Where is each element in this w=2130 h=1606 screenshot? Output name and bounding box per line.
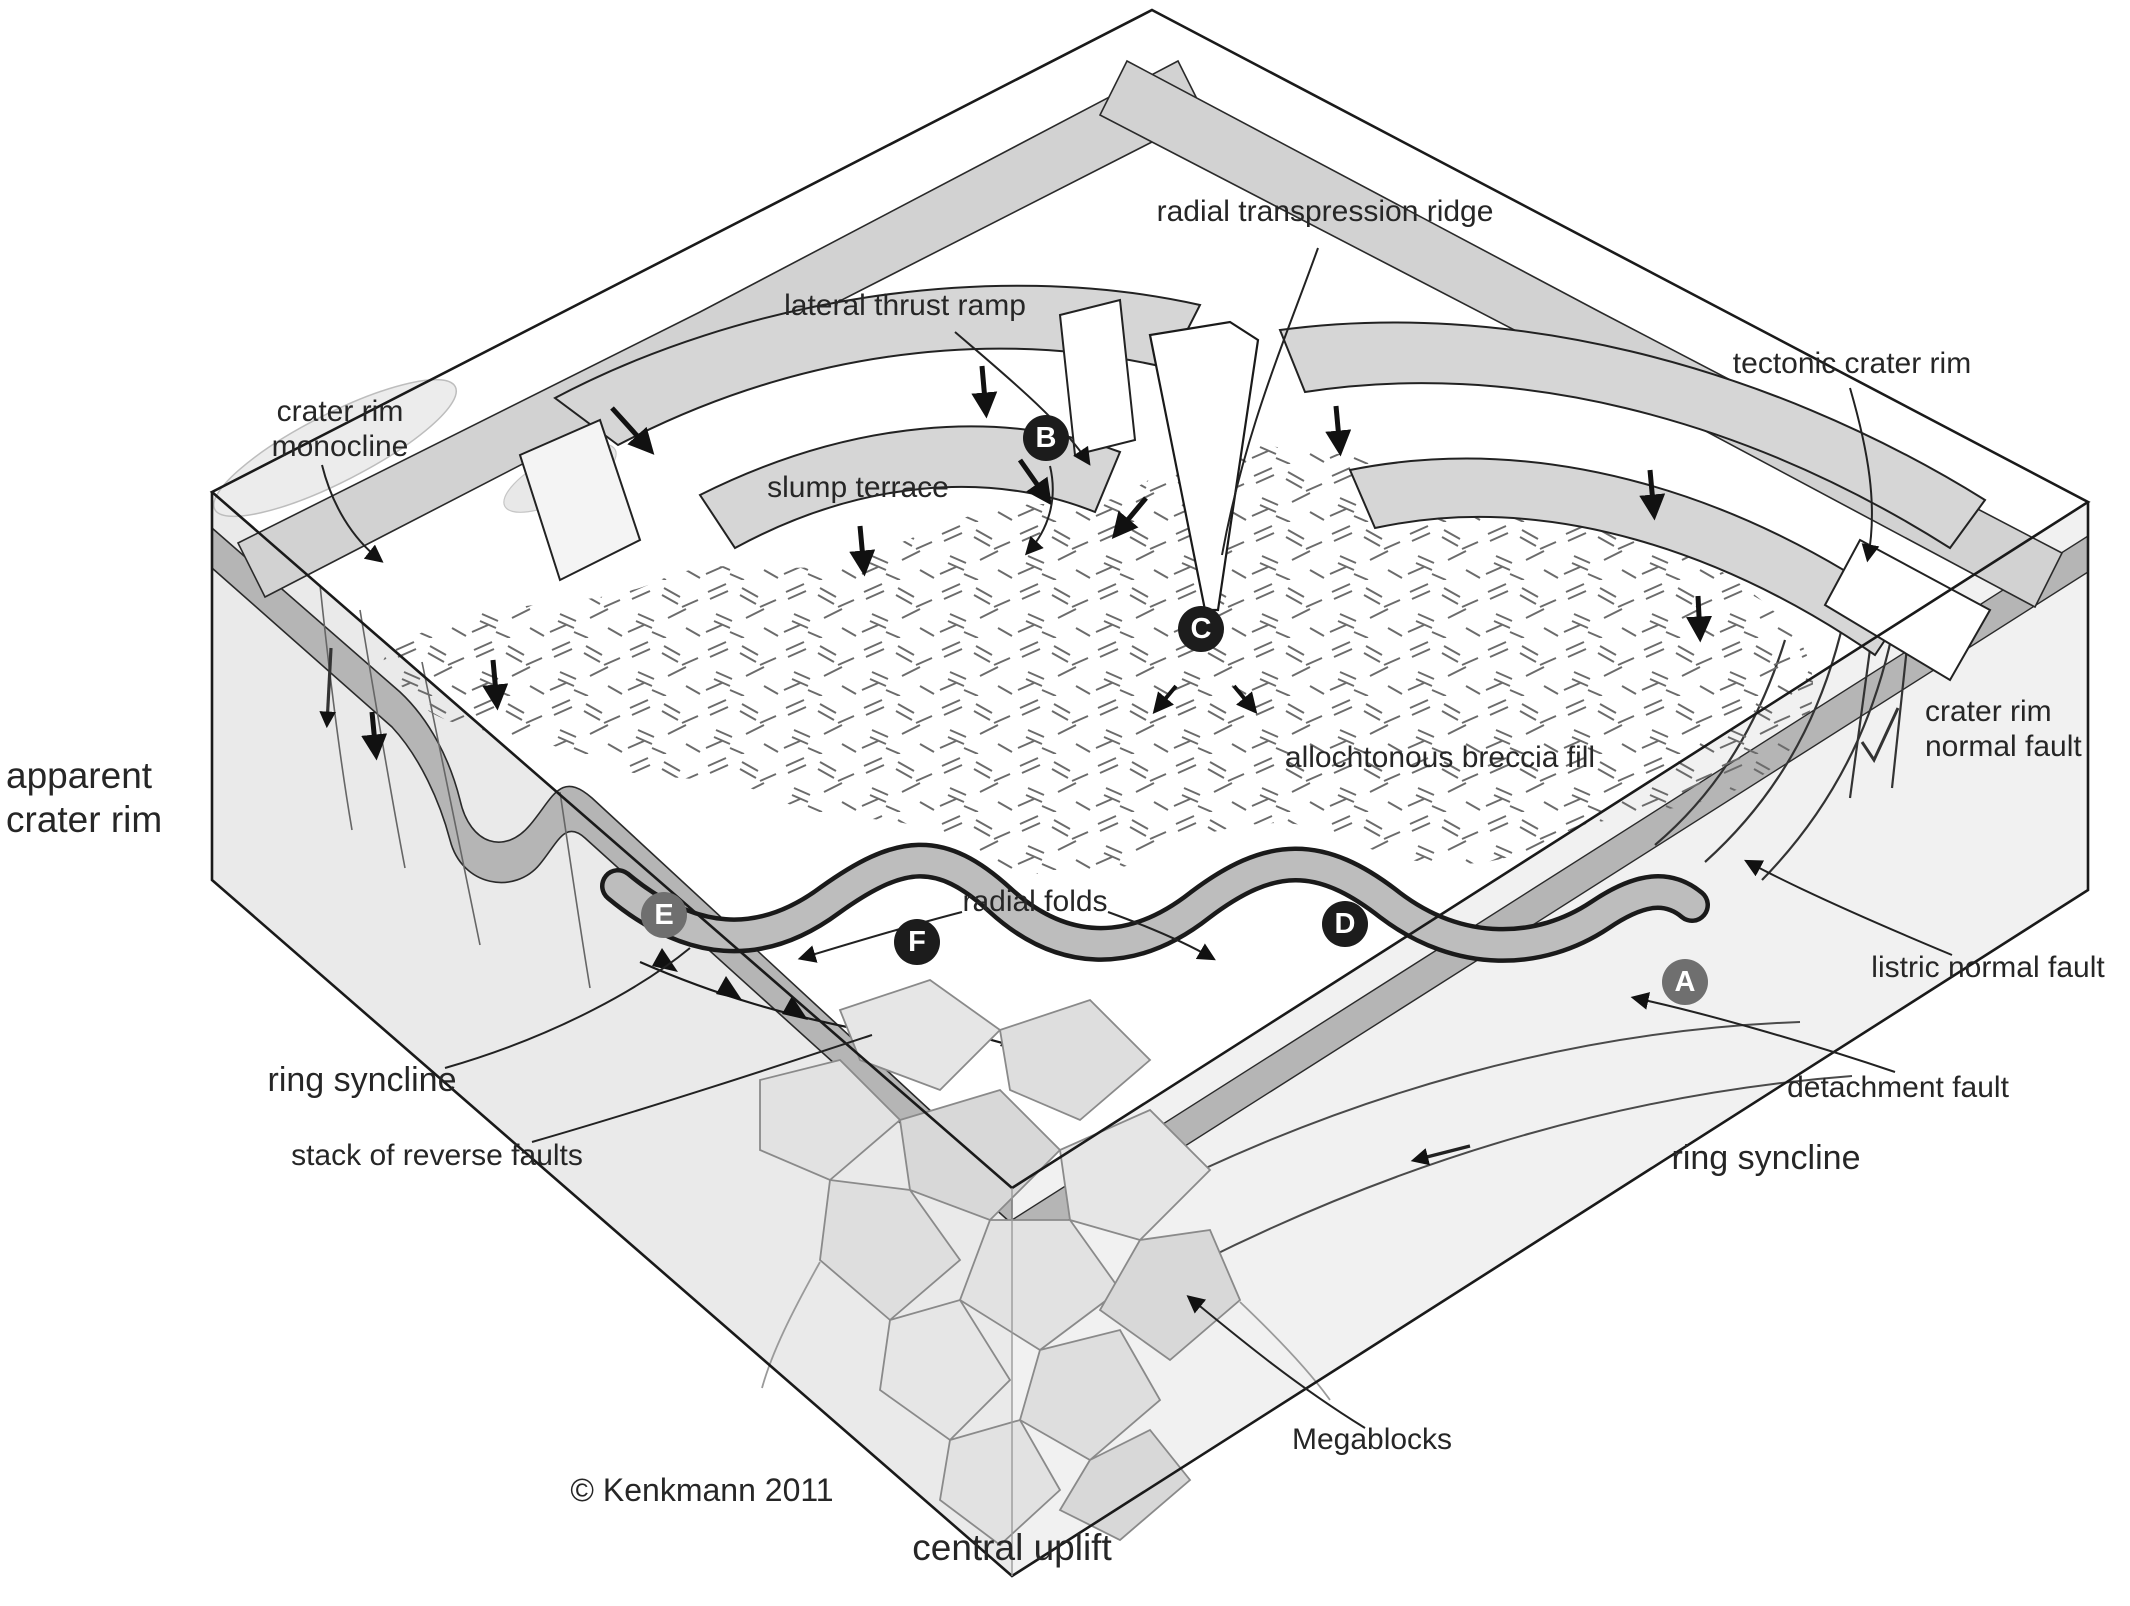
leader-listric-fault xyxy=(1744,859,1953,956)
slump-arrow xyxy=(849,525,876,577)
badge-b: B xyxy=(1023,415,1069,461)
thrust-tooth xyxy=(716,976,742,1000)
label-listric-normal-fault: listric normal fault xyxy=(1871,951,2105,984)
thrust-tooth xyxy=(652,948,678,972)
leader-ring-syncline-left xyxy=(444,947,691,1069)
label-ring-syncline-right: ring syncline xyxy=(1671,1139,1861,1177)
label-detachment-fault: detachment fault xyxy=(1787,1071,2009,1104)
label-crater-rim-normal-fault-line2: normal fault xyxy=(1925,730,2082,764)
central-uplift-megablocks xyxy=(759,979,1331,1547)
slump-arrow xyxy=(1017,458,1052,506)
terrace-band-slump xyxy=(698,425,1122,550)
leader-reverse-faults xyxy=(531,1034,873,1143)
slump-block xyxy=(1058,298,1137,457)
label-apparent-crater-rim-line2: crater rim xyxy=(6,798,163,840)
slump-arrow xyxy=(1639,469,1666,521)
monocline-patch xyxy=(212,378,458,518)
leader-monocline xyxy=(321,464,384,563)
label-crater-rim-monocline: crater rim monocline xyxy=(272,394,409,465)
transpression-arrow xyxy=(1232,684,1258,714)
label-apparent-crater-rim: apparent crater rim xyxy=(6,754,162,841)
leader-thrust-ramp xyxy=(954,331,1091,466)
fracture-line xyxy=(559,791,591,989)
label-apparent-crater-rim-line1: apparent xyxy=(6,755,153,796)
label-copyright: © Kenkmann 2011 xyxy=(570,1472,834,1508)
badge-c: C xyxy=(1178,606,1224,652)
terrace-band xyxy=(553,284,1202,447)
listric-fault-curve xyxy=(1704,614,1847,863)
fault-slip-arrow xyxy=(319,647,336,729)
ring-syncline-band xyxy=(600,842,1710,963)
leader-lines xyxy=(321,247,1953,1429)
slump-arrow xyxy=(361,711,388,761)
label-central-uplift: central uplift xyxy=(912,1527,1112,1568)
front-right-face xyxy=(1012,502,2088,1576)
slump-arrow xyxy=(482,659,509,711)
label-lateral-thrust-ramp: lateral thrust ramp xyxy=(784,289,1026,322)
fault-check-symbol xyxy=(1860,707,1900,764)
leader-radial-folds-right xyxy=(1107,911,1216,961)
label-crater-rim-normal-fault: crater rim normal fault xyxy=(1925,694,2082,765)
slump-arrow xyxy=(1111,496,1148,539)
slump-arrow xyxy=(610,406,655,455)
slump-arrow xyxy=(1325,405,1352,457)
leader-radial-folds-left xyxy=(797,911,963,963)
transpression-ridge-wedge xyxy=(1148,320,1260,612)
breccia-fill-region xyxy=(383,444,1814,876)
label-tectonic-crater-rim: tectonic crater rim xyxy=(1732,347,1972,380)
tectonic-rim-block xyxy=(1823,538,1992,682)
label-megablocks: Megablocks xyxy=(1291,1423,1453,1456)
slump-terraces xyxy=(518,284,1992,682)
label-allochtonous-breccia-fill: allochtonous breccia fill xyxy=(1284,741,1596,774)
label-radial-folds: radial folds xyxy=(962,885,1108,918)
label-crater-rim-normal-fault-line1: crater rim xyxy=(1925,695,2052,728)
label-ring-syncline-left: ring syncline xyxy=(267,1061,457,1099)
syncline-band-fill xyxy=(604,847,1706,959)
transpression-arrow xyxy=(1152,684,1178,714)
leader-tectonic-rim xyxy=(1849,387,1880,563)
label-crater-rim-monocline-line1: crater rim xyxy=(276,395,404,428)
leader-b-motion xyxy=(1024,465,1054,556)
label-crater-rim-monocline-line2: monocline xyxy=(271,430,409,464)
leader-megablocks xyxy=(1186,1295,1366,1429)
shear-sense-arrow xyxy=(1410,1144,1471,1166)
front-left-face xyxy=(212,492,1012,1576)
leader-transpression-ridge xyxy=(1221,247,1319,556)
slump-arrow xyxy=(1686,595,1713,643)
leader-detachment-fault xyxy=(1630,992,1896,1073)
slump-arrows xyxy=(361,365,1713,761)
badge-e: E xyxy=(641,892,687,938)
badge-a: A xyxy=(1662,959,1708,1005)
detachment-arc xyxy=(1199,1075,1853,1263)
thrust-fault-line xyxy=(639,960,863,1032)
terrace-band-right xyxy=(1278,321,1987,550)
slump-block xyxy=(518,418,642,582)
block-edges xyxy=(209,8,2091,1578)
detachment-arc xyxy=(1119,1021,1801,1211)
label-radial-transpression-ridge: radial transpression ridge xyxy=(1156,195,1494,228)
slump-arrow xyxy=(971,365,998,419)
label-stack-of-reverse-faults: stack of reverse faults xyxy=(291,1139,583,1172)
uplift-fracture xyxy=(761,1261,821,1389)
label-slump-terrace: slump terrace xyxy=(767,471,949,504)
thrust-tooth xyxy=(782,996,808,1020)
badge-d: D xyxy=(1322,901,1368,947)
uplift-fracture xyxy=(1239,1301,1331,1401)
badge-f: F xyxy=(894,919,940,965)
